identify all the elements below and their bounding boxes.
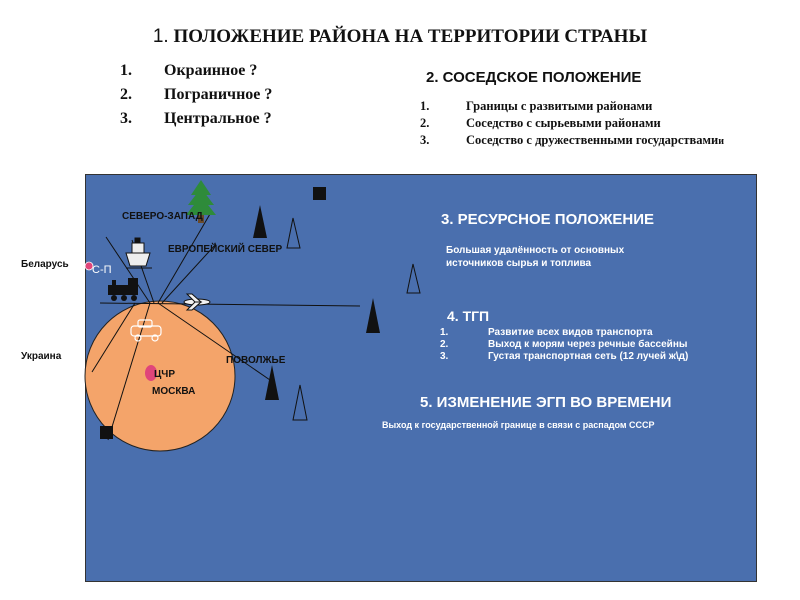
label-belarus: Беларусь: [21, 259, 69, 270]
section2-list: 1.Границы с развитыми районами 2.Соседст…: [420, 99, 724, 150]
section4-item: 3.Густая транспортная сеть (12 лучей ж\д…: [440, 351, 689, 362]
oil-derrick-icon: [406, 263, 421, 294]
position-questions: 1.Окраинное ? 2.Пограничное ? 3.Централь…: [120, 62, 272, 134]
oil-derrick-icon: [286, 217, 301, 249]
oil-derrick-icon: [292, 384, 308, 421]
title-text: ПОЛОЖЕНИЕ РАЙОНА НА ТЕРРИТОРИИ СТРАНЫ: [173, 26, 648, 47]
label-chr: ЦЧР: [154, 369, 176, 380]
section4-item: 2.Выход к морям через речные бассейны: [440, 339, 688, 350]
tree-icon: [186, 180, 216, 223]
section3-title: 3. РЕСУРСНОЕ ПОЛОЖЕНИЕ: [441, 211, 655, 228]
section4-list: 1.Развитие всех видов транспорта 2.Выход…: [440, 327, 688, 363]
question-item: 1.Окраинное ?: [120, 62, 258, 79]
label-spb: С-П: [92, 264, 112, 276]
section2-item: 3.Соседство с дружественными государства…: [420, 133, 725, 147]
coal-square-icon: [313, 187, 326, 200]
oil-derrick-icon: [253, 205, 267, 238]
section5-title: 5. ИЗМЕНЕНИЕ ЭГП ВО ВРЕМЕНИ: [420, 394, 672, 411]
coal-square-icon: [100, 426, 113, 439]
section4-item: 1.Развитие всех видов транспорта: [440, 327, 653, 338]
oil-derrick-icon: [366, 298, 380, 333]
label-moscow: МОСКВА: [152, 386, 196, 397]
section5-text: Выход к государственной границе в связи …: [382, 420, 655, 430]
question-item: 2.Пограничное ?: [120, 86, 273, 103]
spb-marker: [84, 261, 94, 271]
label-northwest: СЕВЕРО-ЗАПАД: [122, 211, 203, 222]
oil-derrick-icon: [265, 365, 279, 400]
train-icon: [108, 278, 138, 301]
title-number: 1.: [152, 26, 169, 47]
page-title: 1. ПОЛОЖЕНИЕ РАЙОНА НА ТЕРРИТОРИИ СТРАНЫ: [0, 26, 800, 48]
label-ukraine: Украина: [21, 351, 62, 362]
plane-icon: [183, 293, 211, 311]
section2-item: 2.Соседство с сырьевыми районами: [420, 116, 661, 130]
car-icon: [130, 319, 162, 342]
center-region: [84, 300, 236, 452]
question-item: 3.Центральное ?: [120, 110, 272, 127]
section4-title: 4. ТГП: [447, 308, 490, 324]
moscow-marker: [145, 365, 157, 381]
ship-icon: [125, 237, 152, 269]
label-european-north: ЕВРОПЕЙСКИЙ СЕВЕР: [168, 244, 283, 255]
section2-title: 2. СОСЕДСКОЕ ПОЛОЖЕНИЕ: [426, 69, 642, 86]
section2-item: 1.Границы с развитыми районами: [420, 99, 653, 113]
label-volga: ПОВОЛЖЬЕ: [226, 355, 286, 366]
section3-text: Большая удалённость от основных источник…: [446, 245, 625, 269]
